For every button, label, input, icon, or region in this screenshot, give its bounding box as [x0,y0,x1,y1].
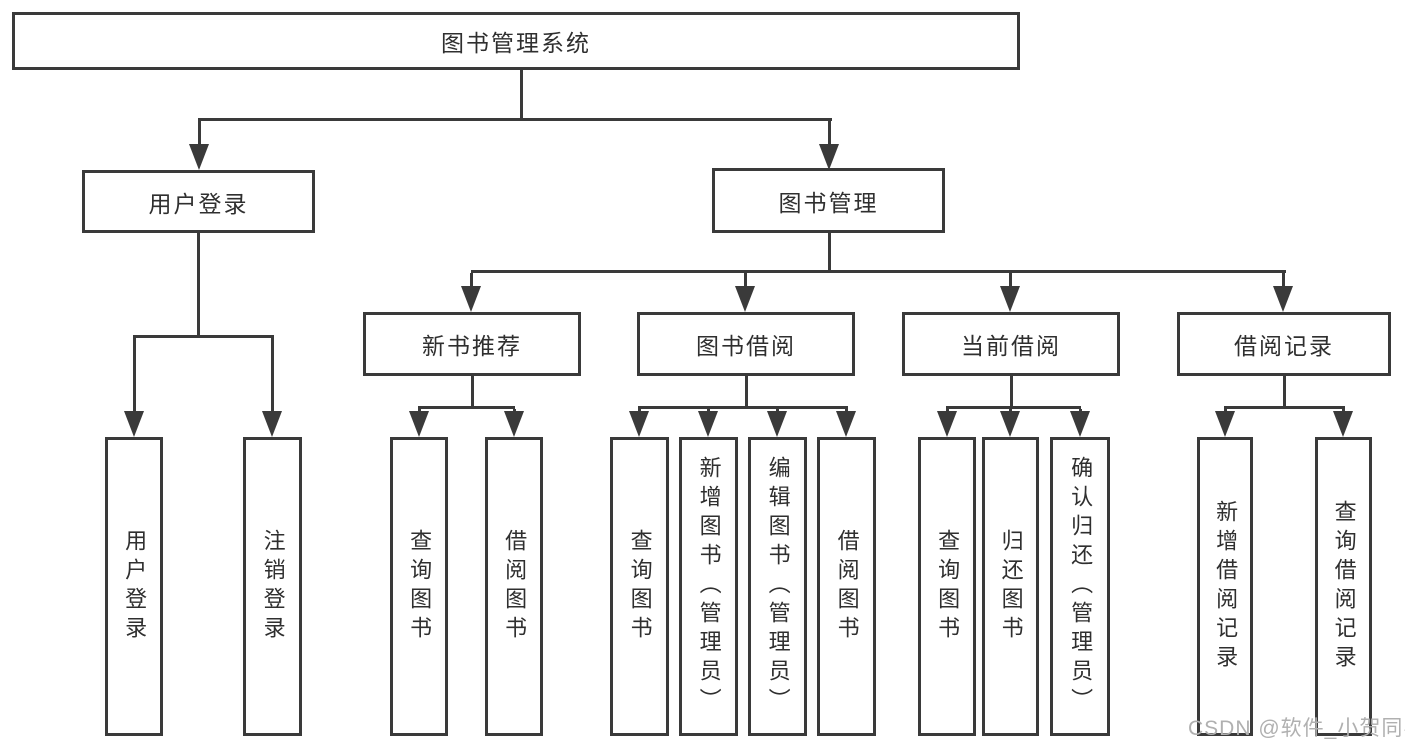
arrow-into-leaf-logout [262,338,282,437]
arrow-into-leaf-confirm-return-admin [1070,409,1090,437]
leaf-query-books-borrowing: 查询图书 [610,437,669,736]
leaf-add-borrow-record: 新增借阅记录 [1197,437,1253,736]
connector-book-management-rail [471,270,1286,273]
arrow-into-leaf-query-books-current [937,409,957,437]
connector-current-borrowing-rail [946,406,1081,409]
node-borrowing-records: 借阅记录 [1177,312,1391,376]
leaf-confirm-return-admin-label: 确认归还（管理员） [1068,456,1094,717]
csdn-watermark: CSDN @软件_小贺同学 [1188,717,1405,740]
node-new-book-recommend-label: 新书推荐 [422,333,522,359]
leaf-return-books-label: 归还图书 [998,528,1024,645]
leaf-borrow-books-borrowing: 借阅图书 [817,437,876,736]
arrow-into-leaf-return-books [1000,409,1020,437]
leaf-add-borrow-record-label: 新增借阅记录 [1213,499,1239,674]
node-user-login: 用户登录 [82,170,315,233]
node-root: 图书管理系统 [12,12,1020,70]
connector-user-login-stem [197,233,200,335]
node-book-management-label: 图书管理 [778,189,879,216]
connector-book-management-stem [828,233,831,270]
node-book-borrowing: 图书借阅 [637,312,855,376]
connector-borrowing-records-stem [1283,376,1286,406]
leaf-borrow-books-borrowing-label: 借阅图书 [834,528,860,645]
arrow-into-leaf-edit-books-admin [767,409,787,437]
leaf-add-books-admin-label: 新增图书（管理员） [696,456,722,717]
node-root-label: 图书管理系统 [441,30,591,56]
node-borrowing-records-label: 借阅记录 [1234,333,1334,359]
leaf-user-login-label: 用户登录 [122,528,148,645]
node-book-borrowing-label: 图书借阅 [696,333,796,359]
arrow-into-leaf-query-borrow-record [1333,409,1353,437]
leaf-query-books-current-label: 查询图书 [935,528,961,645]
node-new-book-recommend: 新书推荐 [363,312,581,376]
leaf-query-books-recommend: 查询图书 [390,437,448,736]
connector-book-borrowing-rail [638,406,848,409]
arrow-into-book-borrowing [735,273,755,312]
leaf-query-books-current: 查询图书 [918,437,976,736]
leaf-query-borrow-record-label: 查询借阅记录 [1331,499,1357,674]
arrow-into-leaf-query-books-borrowing [629,409,649,437]
leaf-user-login: 用户登录 [105,437,163,736]
leaf-query-books-recommend-label: 查询图书 [407,528,433,645]
leaf-edit-books-admin: 编辑图书（管理员） [748,437,807,736]
arrow-into-leaf-borrow-books-recommend [504,409,524,437]
arrow-into-leaf-user-login [124,338,144,437]
arrow-into-leaf-query-books-recommend [409,409,429,437]
leaf-borrow-books-recommend: 借阅图书 [485,437,543,736]
node-current-borrowing-label: 当前借阅 [961,333,1061,359]
node-user-login-label: 用户登录 [148,190,249,217]
leaf-edit-books-admin-label: 编辑图书（管理员） [765,456,791,717]
arrow-into-user-login [189,121,209,170]
arrow-into-current-borrowing [1000,273,1020,312]
arrow-into-borrowing-records [1273,273,1293,312]
arrow-into-leaf-add-borrow-record [1215,409,1235,437]
arrow-into-leaf-borrow-books-borrowing [836,409,856,437]
node-book-management: 图书管理 [712,168,945,233]
connector-borrowing-records-rail [1224,406,1345,409]
arrow-into-book-management [819,121,839,170]
leaf-query-books-borrowing-label: 查询图书 [627,528,653,645]
leaf-logout-label: 注销登录 [260,528,286,645]
connector-new-book-rail [418,406,515,409]
connector-current-borrowing-stem [1010,376,1013,406]
connector-book-borrowing-stem [745,376,748,406]
leaf-logout: 注销登录 [243,437,302,736]
connector-user-login-rail [133,335,274,338]
node-current-borrowing: 当前借阅 [902,312,1120,376]
connector-root-stem [520,70,523,118]
leaf-borrow-books-recommend-label: 借阅图书 [502,528,528,645]
connector-new-book-stem [471,376,474,406]
leaf-query-borrow-record: 查询借阅记录 [1315,437,1372,736]
leaf-add-books-admin: 新增图书（管理员） [679,437,738,736]
connector-root-rail [198,118,832,121]
leaf-confirm-return-admin: 确认归还（管理员） [1050,437,1110,736]
leaf-return-books: 归还图书 [982,437,1039,736]
arrow-into-leaf-add-books-admin [698,409,718,437]
arrow-into-new-book-recommend [461,273,481,312]
